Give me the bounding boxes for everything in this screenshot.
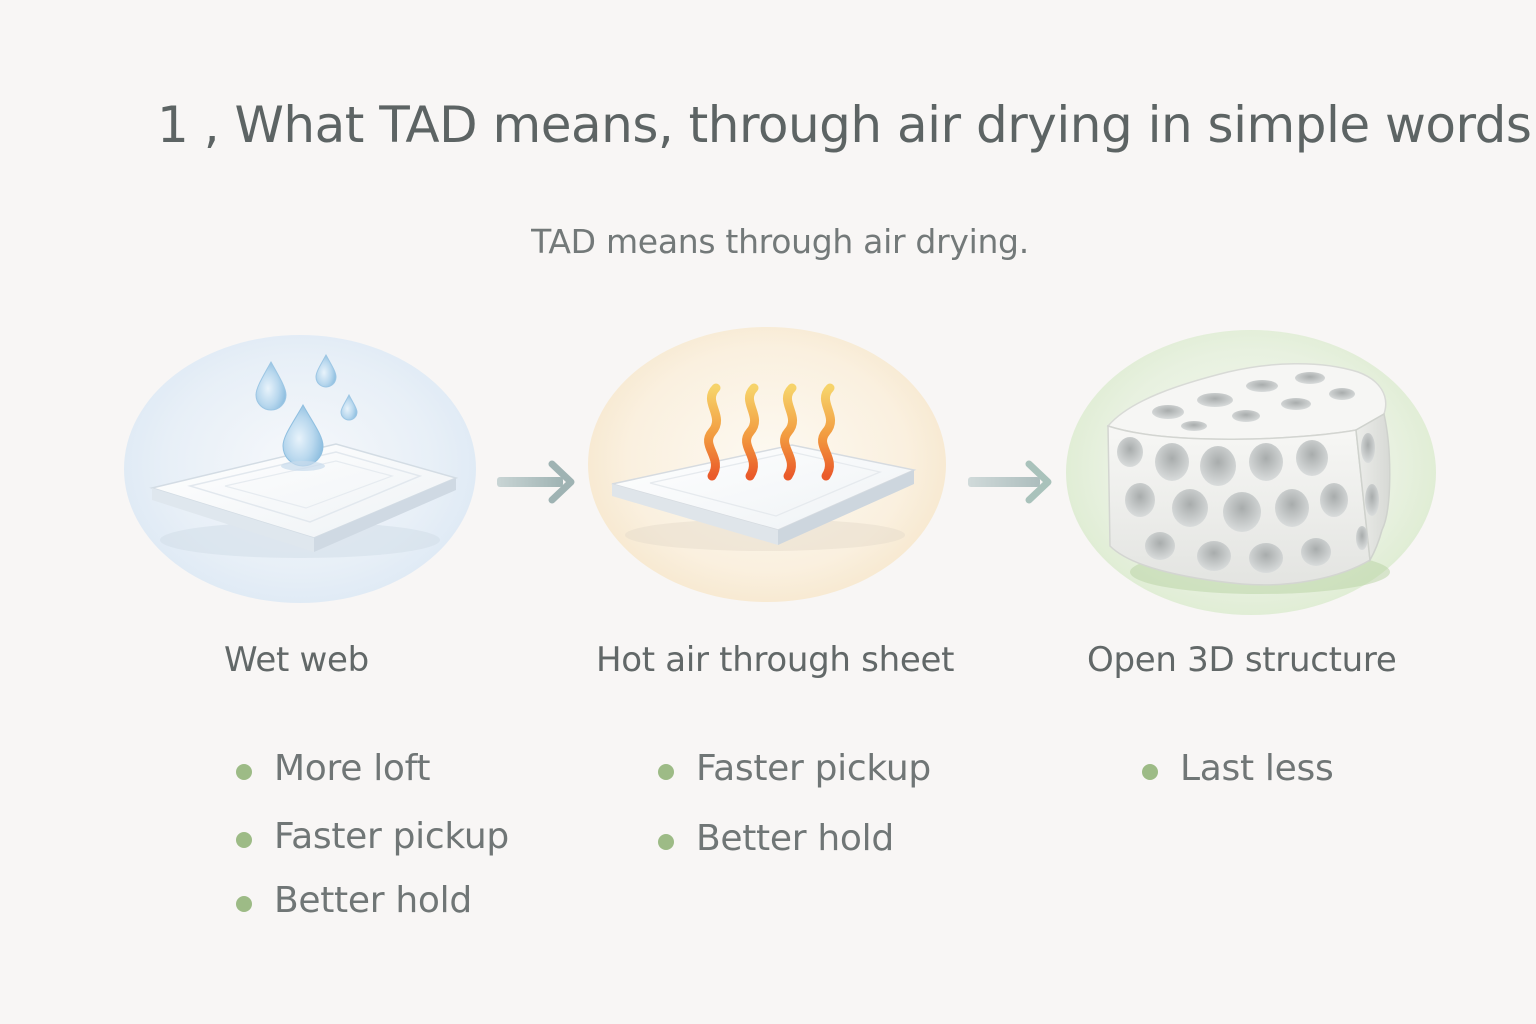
list-item-text: Better hold — [274, 880, 472, 921]
list-item-text: More loft — [274, 748, 431, 789]
arrow-1-icon — [497, 460, 575, 504]
porous-cube-icon — [1106, 363, 1391, 594]
step-1-label: Wet web — [224, 640, 369, 680]
bullet-dot-icon — [658, 834, 674, 850]
arrow-2-icon — [968, 460, 1052, 504]
page-subtitle: TAD means through air drying. — [531, 222, 1029, 261]
bullet-dot-icon — [1142, 764, 1158, 780]
list-item-text: Better hold — [696, 818, 894, 859]
list-item-text: Faster pickup — [696, 748, 931, 789]
wet-sheet-icon — [149, 353, 459, 558]
bullet-dot-icon — [236, 896, 252, 912]
step-2-label: Hot air through sheet — [596, 640, 955, 680]
list-item-text: Faster pickup — [274, 816, 509, 857]
bullet-dot-icon — [658, 764, 674, 780]
bullet-dot-icon — [236, 764, 252, 780]
list-item-text: Last less — [1180, 748, 1334, 789]
hot-air-sheet-icon — [611, 383, 917, 551]
page-title: 1 , What TAD means, through air drying i… — [157, 96, 1532, 154]
step-3-label: Open 3D structure — [1087, 640, 1397, 680]
bullet-dot-icon — [236, 832, 252, 848]
